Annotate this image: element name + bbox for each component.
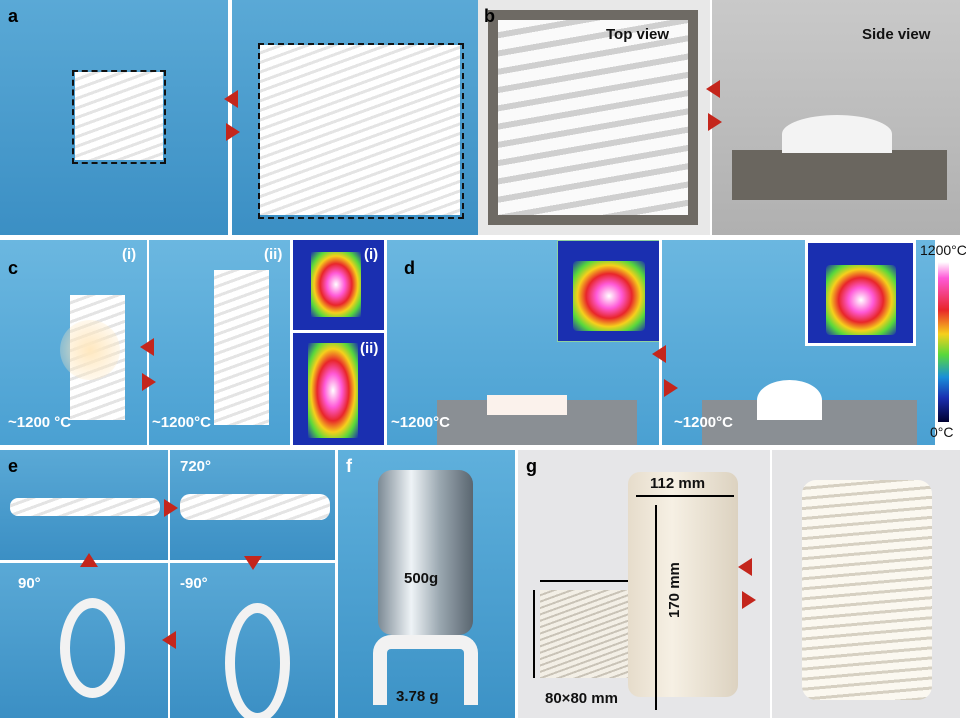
colorbar-max-label: 1200°C	[920, 242, 966, 258]
thermal-image-i	[293, 240, 384, 330]
panel-g-photo-mold	[518, 450, 770, 718]
top-view-label: Top view	[606, 26, 670, 43]
panel-a-photo-unfolded	[232, 0, 478, 235]
panel-e-photo-twisted	[170, 450, 335, 560]
arrow-up	[80, 553, 98, 567]
weight-label: 500g	[404, 570, 439, 587]
diameter-label: 112 mm	[650, 475, 706, 492]
arrow-right	[142, 373, 156, 391]
temperature-label: ~1200°C	[391, 414, 450, 431]
thermal-label-ii: (ii)	[360, 340, 379, 357]
arrow-left	[652, 345, 666, 363]
arrow-down	[244, 556, 262, 570]
arrow-left	[738, 558, 752, 576]
arrow-left	[162, 631, 176, 649]
dashed-box	[72, 70, 166, 164]
angle-label-720: 720°	[180, 458, 212, 475]
panel-f-photo	[338, 450, 515, 718]
angle-label-neg90: -90°	[180, 575, 208, 592]
arrow-right	[708, 113, 722, 131]
panel-c-photo-ii	[149, 240, 290, 445]
arrow-right	[226, 123, 240, 141]
panel-d-photo-left	[387, 240, 659, 445]
panel-b-side-view-photo	[712, 0, 960, 235]
panel-label-b: b	[484, 6, 495, 26]
arrow-right	[664, 379, 678, 397]
arrow-left	[224, 90, 238, 108]
dimension-line-height	[655, 505, 657, 710]
thermal-image-ii	[293, 333, 384, 445]
angle-label-90: 90°	[18, 575, 41, 592]
dimension-line-square-width	[540, 580, 628, 582]
sub-label-ii: (ii)	[264, 246, 283, 263]
temperature-label: ~1200 °C	[8, 414, 72, 431]
arrow-left	[140, 338, 154, 356]
panel-g-photo-cylinder	[772, 450, 960, 718]
side-view-label: Side view	[862, 26, 931, 43]
dimension-line-square-height	[533, 590, 535, 678]
panel-label-e: e	[8, 456, 19, 476]
square-size-label: 80×80 mm	[545, 690, 618, 707]
height-label: 170 mm	[666, 562, 683, 618]
panel-label-c: c	[8, 258, 19, 278]
panel-label-a: a	[8, 6, 19, 26]
dimension-line-diameter	[636, 495, 734, 497]
panel-c-photo-i	[0, 240, 147, 445]
panel-label-d: d	[404, 258, 415, 278]
colorbar-min-label: 0°C	[930, 424, 954, 440]
panel-b-top-view-photo	[478, 0, 710, 235]
arrow-right	[742, 591, 756, 609]
dashed-box	[258, 43, 464, 219]
panel-e-photo-bent-neg90	[170, 563, 335, 718]
arrow-left	[706, 80, 720, 98]
sub-label-i: (i)	[122, 246, 137, 263]
panel-a-photo-folded	[0, 0, 228, 235]
panel-e-photo-stretched	[0, 450, 168, 560]
panel-label-f: f	[346, 456, 352, 476]
thermal-label-i: (i)	[364, 246, 379, 263]
panel-d-photo-right	[662, 240, 935, 445]
arrow-right	[164, 499, 178, 517]
panel-label-g: g	[526, 456, 537, 476]
temperature-label: ~1200°C	[674, 414, 733, 431]
temperature-label: ~1200°C	[152, 414, 211, 431]
panel-e-photo-bent-90	[0, 563, 168, 718]
mass-label: 3.78 g	[396, 688, 439, 705]
colorbar	[938, 262, 949, 422]
